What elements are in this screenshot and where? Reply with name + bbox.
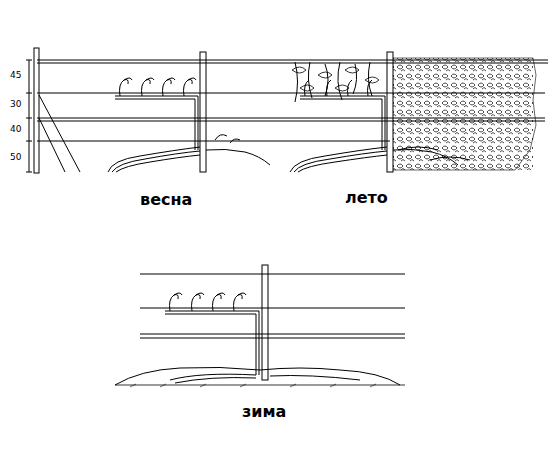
season-label-holder: зима [242, 402, 286, 421]
dimension-number: 30 [10, 99, 21, 109]
season-label-holder: лето [345, 188, 388, 207]
season-label: весна [140, 190, 192, 209]
season-label: лето [345, 188, 388, 207]
dimension-number: 50 [10, 152, 21, 162]
dimension-number: 45 [10, 70, 21, 80]
dimension-number-holder: 30 [10, 99, 21, 109]
dimension-number-holder: 45 [10, 70, 21, 80]
dimension-number-holder: 50 [10, 152, 21, 162]
season-label-holder: весна [140, 190, 192, 209]
dimension-number: 40 [10, 124, 21, 134]
dimension-number-holder: 40 [10, 124, 21, 134]
season-label: зима [242, 402, 286, 421]
